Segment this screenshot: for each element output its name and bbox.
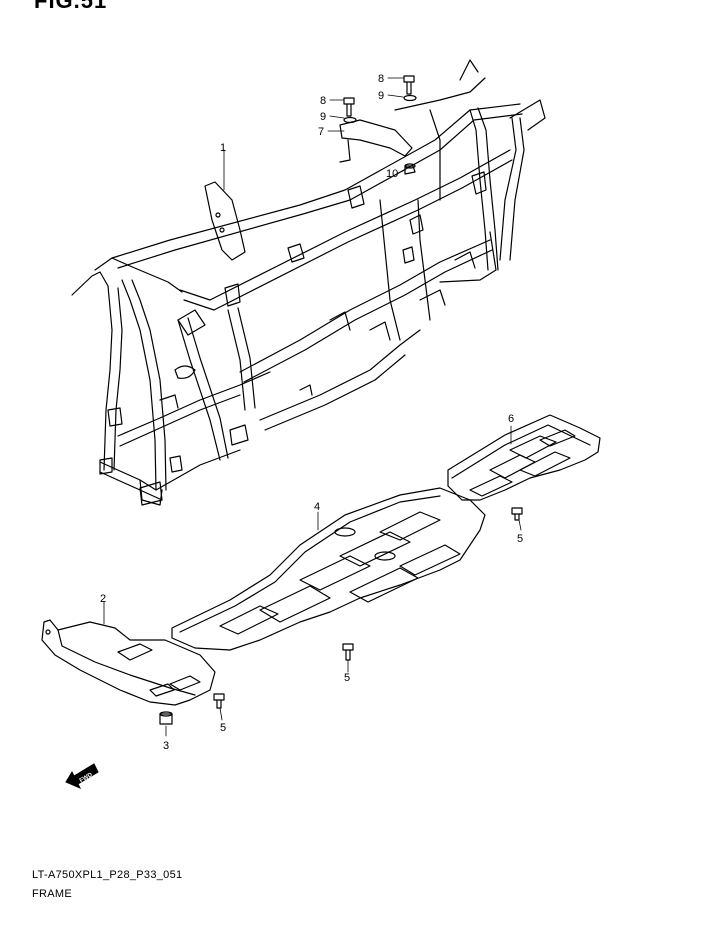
rear-skid-plate-part[interactable] xyxy=(447,414,601,501)
callout-5-front: 5 xyxy=(220,722,226,734)
callout-5-center: 5 xyxy=(344,672,350,684)
forward-arrow-icon: FWD xyxy=(65,763,99,789)
callout-9-lower: 9 xyxy=(320,111,326,123)
callout-10: 10 xyxy=(386,168,398,180)
leader-lines xyxy=(103,77,522,737)
front-skid-plate-part[interactable] xyxy=(41,619,216,706)
section-name: FRAME xyxy=(32,888,72,900)
callout-8-upper: 8 xyxy=(378,73,384,85)
callout-4: 4 xyxy=(314,501,320,513)
callout-6: 6 xyxy=(508,413,514,425)
callout-8-lower: 8 xyxy=(320,95,326,107)
figure-title: FIG.51 xyxy=(34,0,108,13)
main-frame-part[interactable] xyxy=(71,59,546,506)
nut-part-10[interactable] xyxy=(404,163,416,175)
callout-1: 1 xyxy=(220,142,226,154)
callout-2: 2 xyxy=(100,593,106,605)
callout-7: 7 xyxy=(318,126,324,138)
model-code: LT-A750XPL1_P28_P33_051 xyxy=(32,869,183,881)
washer-part-9-lower[interactable] xyxy=(343,116,357,124)
nut-part-3[interactable] xyxy=(159,711,173,725)
bolt-part-5-rear[interactable] xyxy=(511,507,523,521)
bolt-part-8-lower[interactable] xyxy=(343,97,355,117)
washer-part-9-upper[interactable] xyxy=(403,94,417,102)
callout-3: 3 xyxy=(163,740,169,752)
bolt-part-5-front[interactable] xyxy=(213,693,225,709)
center-skid-plate-part[interactable] xyxy=(171,487,486,651)
callout-labels: 1 2 3 4 5 5 5 6 7 8 8 9 9 10 xyxy=(100,73,523,752)
bolt-part-8-upper[interactable] xyxy=(403,75,415,95)
callout-5-rear: 5 xyxy=(517,533,523,545)
callout-9-upper: 9 xyxy=(378,90,384,102)
bolt-part-5-center[interactable] xyxy=(342,643,354,661)
